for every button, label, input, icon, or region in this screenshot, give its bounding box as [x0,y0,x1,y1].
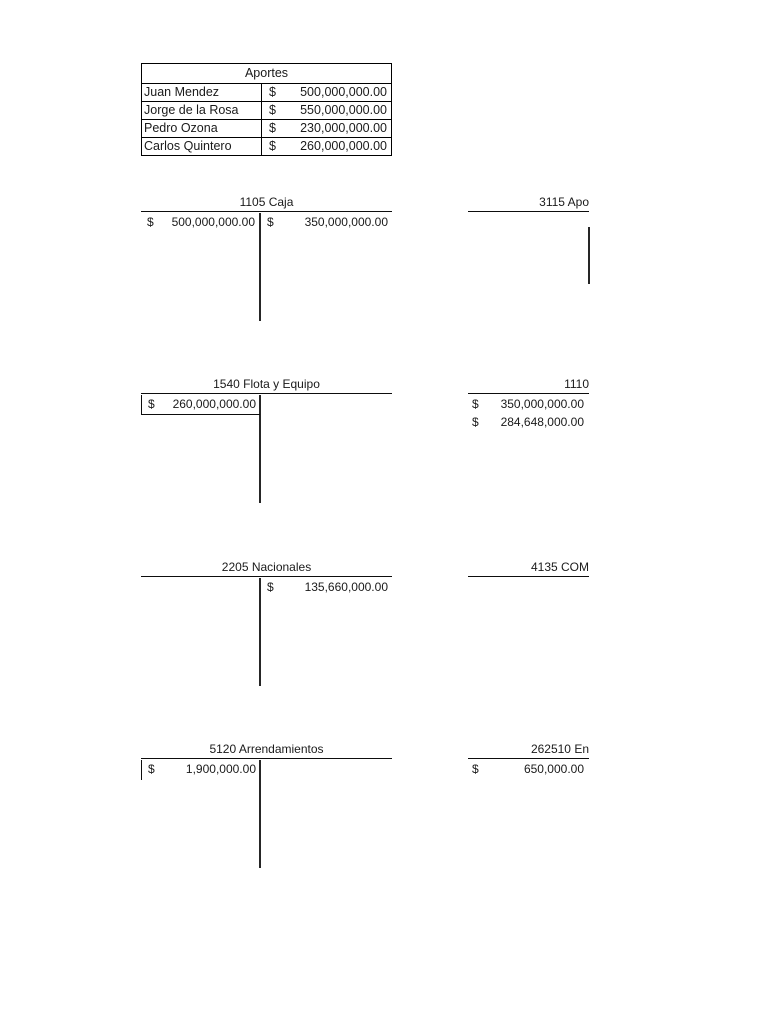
t-account-title: 1105 Caja [239,195,294,209]
t-account-top-rule [141,758,392,759]
t-account-divider [259,759,261,868]
amount-value: 284,648,000.00 [500,414,584,429]
currency-symbol: $ [148,396,155,411]
amount-cell: $ 260,000,000.00 [262,138,391,155]
amount-value: 260,000,000.00 [300,139,387,153]
amount-value: 260,000,000.00 [172,396,256,411]
amount-value: 550,000,000.00 [300,103,387,117]
aportes-table-title: Aportes [142,64,391,84]
t-account-5120-arrendamientos: 5120 Arrendamientos $ 1,900,000.00 [141,742,392,872]
t-account-top-rule [468,211,589,212]
amount-value: 500,000,000.00 [300,85,387,99]
t-account-title: 5120 Arrendamientos [209,742,324,756]
t-account-2205-nacionales: 2205 Nacionales $ 135,660,000.00 [141,560,392,690]
amount-value: 500,000,000.00 [171,214,255,229]
debit-entry: $ 650,000.00 [472,760,584,778]
t-account-divider [588,227,590,284]
t-account-1105-caja: 1105 Caja $ 500,000,000.00 $ 350,000,000… [141,195,392,325]
t-account-title: 3115 Apo [539,195,589,209]
t-account-top-rule [468,576,589,577]
currency-symbol: $ [472,761,479,776]
currency-symbol: $ [267,214,274,229]
aportes-table: Aportes Juan Mendez $ 500,000,000.00 Jor… [141,63,392,156]
currency-symbol: $ [147,214,154,229]
t-account-divider [259,394,261,503]
entry: $ 350,000,000.00 [472,395,584,413]
currency-symbol: $ [472,414,479,429]
partner-name: Jorge de la Rosa [142,102,262,119]
t-account-1110: 1110 $ 350,000,000.00 $ 284,648,000.00 [468,377,589,507]
partner-name: Juan Mendez [142,84,262,101]
amount-cell: $ 500,000,000.00 [262,84,391,101]
t-account-top-rule [141,576,392,577]
t-account-title: 262510 En [530,742,589,756]
t-account-top-rule [468,758,589,759]
table-row: Carlos Quintero $ 260,000,000.00 [142,138,391,155]
amount-cell: $ 230,000,000.00 [262,120,391,137]
amount-value: 350,000,000.00 [304,214,388,229]
currency-symbol: $ [267,579,274,594]
t-account-3115: 3115 Apo [468,195,590,325]
currency-symbol: $ [269,103,276,117]
entry: $ 284,648,000.00 [472,413,584,431]
currency-symbol: $ [148,761,155,776]
table-row: Jorge de la Rosa $ 550,000,000.00 [142,102,391,120]
t-account-divider [259,577,261,686]
debit-entry: $ 500,000,000.00 [147,213,255,231]
t-account-top-rule [141,393,392,394]
t-account-title: 1540 Flota y Equipo [213,377,320,391]
table-row: Pedro Ozona $ 230,000,000.00 [142,120,391,138]
t-account-262510: 262510 En $ 650,000.00 [468,742,589,872]
t-account-title: 1110 [564,377,589,391]
partner-name: Carlos Quintero [142,138,262,155]
t-account-title: 4135 COM [530,560,589,574]
credit-entry: $ 350,000,000.00 [267,213,388,231]
partner-name: Pedro Ozona [142,120,262,137]
table-row: Juan Mendez $ 500,000,000.00 [142,84,391,102]
amount-value: 1,900,000.00 [185,761,256,776]
t-account-divider [259,212,261,321]
currency-symbol: $ [269,85,276,99]
debit-entry: $ 260,000,000.00 [141,394,260,415]
t-account-4135: 4135 COM [468,560,589,690]
t-account-top-rule [141,211,392,212]
amount-value: 650,000.00 [523,761,584,776]
currency-symbol: $ [269,121,276,135]
amount-value: 350,000,000.00 [500,396,584,411]
t-account-top-rule [468,393,589,394]
amount-value: 135,660,000.00 [304,579,388,594]
currency-symbol: $ [472,396,479,411]
t-account-1540-flota-y-equipo: 1540 Flota y Equipo $ 260,000,000.00 [141,377,392,507]
amount-value: 230,000,000.00 [300,121,387,135]
currency-symbol: $ [269,139,276,153]
amount-cell: $ 550,000,000.00 [262,102,391,119]
debit-entry: $ 1,900,000.00 [141,759,260,780]
t-account-title: 2205 Nacionales [221,560,312,574]
credit-entry: $ 135,660,000.00 [267,578,388,596]
